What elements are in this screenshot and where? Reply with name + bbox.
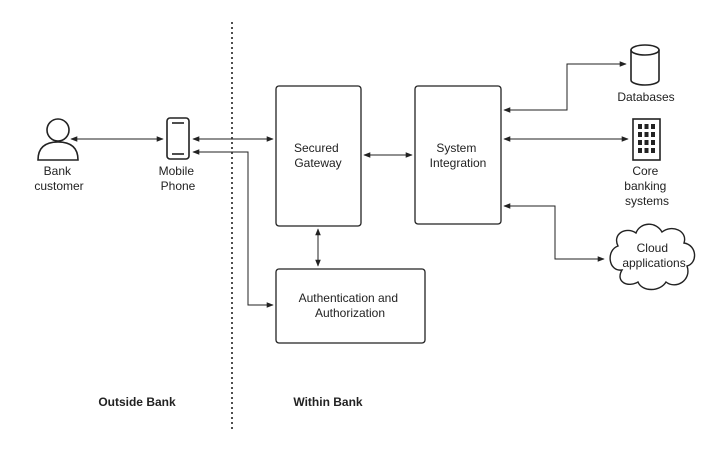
core-banking-label-line2: banking [624,179,666,193]
databases-label-line1: Databases [617,90,674,104]
cloud-label-line1: Cloud [637,241,668,255]
system-integration-box [414,85,502,225]
connector-integration-databases [503,61,627,113]
auth-label: Authentication and Authorization [299,291,402,320]
system-integration-label-line1: System [436,141,476,155]
secured-gateway-label-line1: Secured [294,141,339,155]
secured-gateway-box [275,85,362,227]
cloud-label-line2: applications [622,256,685,270]
connector-phone-auth [192,149,274,308]
cloud-icon [609,223,696,291]
core-banking-label-line1: Core [632,164,658,178]
auth-box [275,268,426,344]
smartphone-icon [166,117,190,160]
system-integration-label: System Integration [430,141,487,170]
auth-label-line2: Authorization [315,306,385,320]
person-icon [37,118,79,161]
secured-gateway-label-line2: Gateway [294,156,341,170]
system-integration-label-line2: Integration [430,156,487,170]
core-banking-label: Core banking systems [624,164,669,208]
mobile-phone-label-line2: Phone [161,179,196,193]
database-icon [630,44,660,86]
secured-gateway-label: Secured Gateway [294,141,342,170]
bank-customer-label-line2: customer [34,179,83,193]
zone-label-within: Within Bank [293,395,363,409]
cloud-label: Cloud applications [622,241,685,270]
zone-label-outside: Outside Bank [98,395,176,409]
core-banking-label-line3: systems [625,194,669,208]
bank-customer-label: Bank customer [34,164,83,193]
auth-label-line1: Authentication and [299,291,398,305]
bank-customer-label-line1: Bank [44,164,72,178]
connector-integration-cloud [503,203,605,262]
databases-label: Databases [617,90,674,104]
building-icon [632,118,661,161]
mobile-phone-label-line1: Mobile [159,164,195,178]
mobile-phone-label: Mobile Phone [159,164,198,193]
